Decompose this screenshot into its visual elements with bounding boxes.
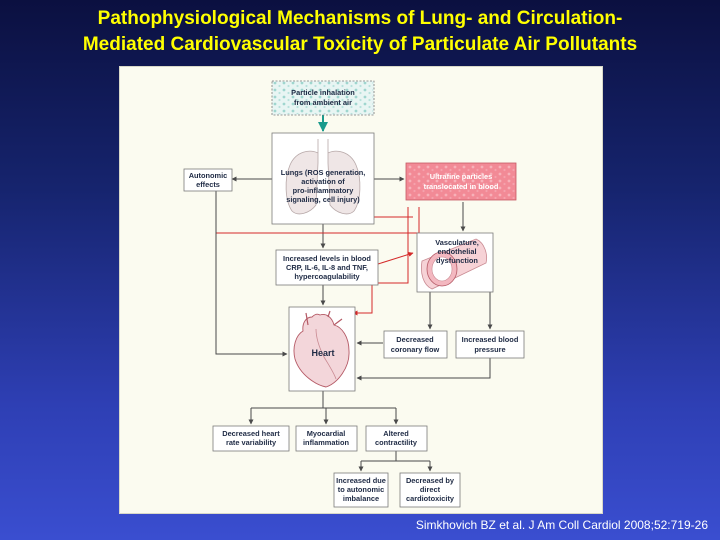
blood-line-3: hypercoagulability [294,272,360,281]
box-autonomic-imbalance: Increased due to autonomic imbalance [333,472,389,508]
pressure-line-1: Increased blood [462,335,519,344]
blood-line-1: Increased levels in blood [283,254,371,263]
contractility-line-2: contractility [375,438,418,447]
imbalance-line-2: to autonomic [338,485,384,494]
box-vasculature: Vasculature, endothelial dysfunction [416,232,494,293]
cardiotoxicity-line-3: cardiotoxicity [406,494,455,503]
box-particle-inhalation: Particle inhalation from ambient air [271,80,375,116]
vasculature-line-1: Vasculature, [435,238,479,247]
arrow-autonomic-to-heart [215,191,288,357]
ultrafine-line-2: translocated in blood [424,182,499,191]
imbalance-line-3: imbalance [343,494,379,503]
coronary-line-1: Decreased [396,335,434,344]
title-line-1: Pathophysiological Mechanisms of Lung- a… [97,8,623,29]
title-line-2: Mediated Cardiovascular Toxicity of Part… [82,34,638,55]
arrow-blood-to-vasculature [377,251,414,265]
contractility-line-1: Altered [383,429,409,438]
box-ultrafine-particles: Ultrafine particles translocated in bloo… [405,162,517,201]
ultrafine-line-1: Ultrafine particles [430,172,492,181]
coronary-line-2: coronary flow [391,345,440,354]
blood-line-2: CRP, IL-6, IL-8 and TNF, [286,263,368,272]
box-autonomic-effects: Autonomic effects [183,168,233,192]
citation: Simkhovich BZ et al. J Am Coll Cardiol 2… [415,518,708,532]
box-lungs: Lungs (ROS generation, activation of pro… [271,132,375,225]
left-lung-icon [285,139,319,215]
arrow-pressure-to-heart [356,358,491,381]
box-coronary-flow: Decreased coronary flow [383,330,448,359]
right-lung-icon [327,139,361,215]
box-blood-pressure: Increased blood pressure [455,330,525,359]
cardiotoxicity-line-1: Decreased by [406,476,455,485]
pressure-line-2: pressure [474,345,505,354]
pathophysiology-diagram: Particle inhalation from ambient air Lun… [183,80,525,508]
hrv-line-1: Decreased heart [222,429,280,438]
diagram-panel: Particle inhalation from ambient air Lun… [119,66,603,514]
autonomic-line-1: Autonomic [189,171,228,180]
vasculature-line-3: dysfunction [436,256,478,265]
box-direct-cardiotoxicity: Decreased by direct cardiotoxicity [399,472,461,508]
lungs-line-3: pro-inflammatory [293,186,355,195]
box-heart: Heart [288,306,356,392]
box-myocardial-inflammation: Myocardial inflammation [295,425,358,452]
hrv-line-2: rate variability [226,438,277,447]
lungs-line-2: activation of [301,177,345,186]
box-blood-levels: Increased levels in blood CRP, IL-6, IL-… [275,249,379,286]
inhalation-line-1: Particle inhalation [291,88,355,97]
lungs-line-1: Lungs (ROS generation, [281,168,366,177]
imbalance-line-1: Increased due [336,476,386,485]
slide-title: Pathophysiological Mechanisms of Lung- a… [0,6,720,58]
myocardial-line-1: Myocardial [307,429,346,438]
box-heart-rate-variability: Decreased heart rate variability [212,425,290,452]
autonomic-line-2: effects [196,180,220,189]
vasculature-line-2: endothelial [437,247,476,256]
myocardial-line-2: inflammation [303,438,349,447]
heart-icon [293,313,350,388]
inhalation-line-2: from ambient air [294,98,352,107]
box-altered-contractility: Altered contractility [365,425,428,452]
cardiotoxicity-line-2: direct [420,485,441,494]
heart-label: Heart [311,348,334,358]
lungs-line-4: signaling, cell injury) [286,195,360,204]
